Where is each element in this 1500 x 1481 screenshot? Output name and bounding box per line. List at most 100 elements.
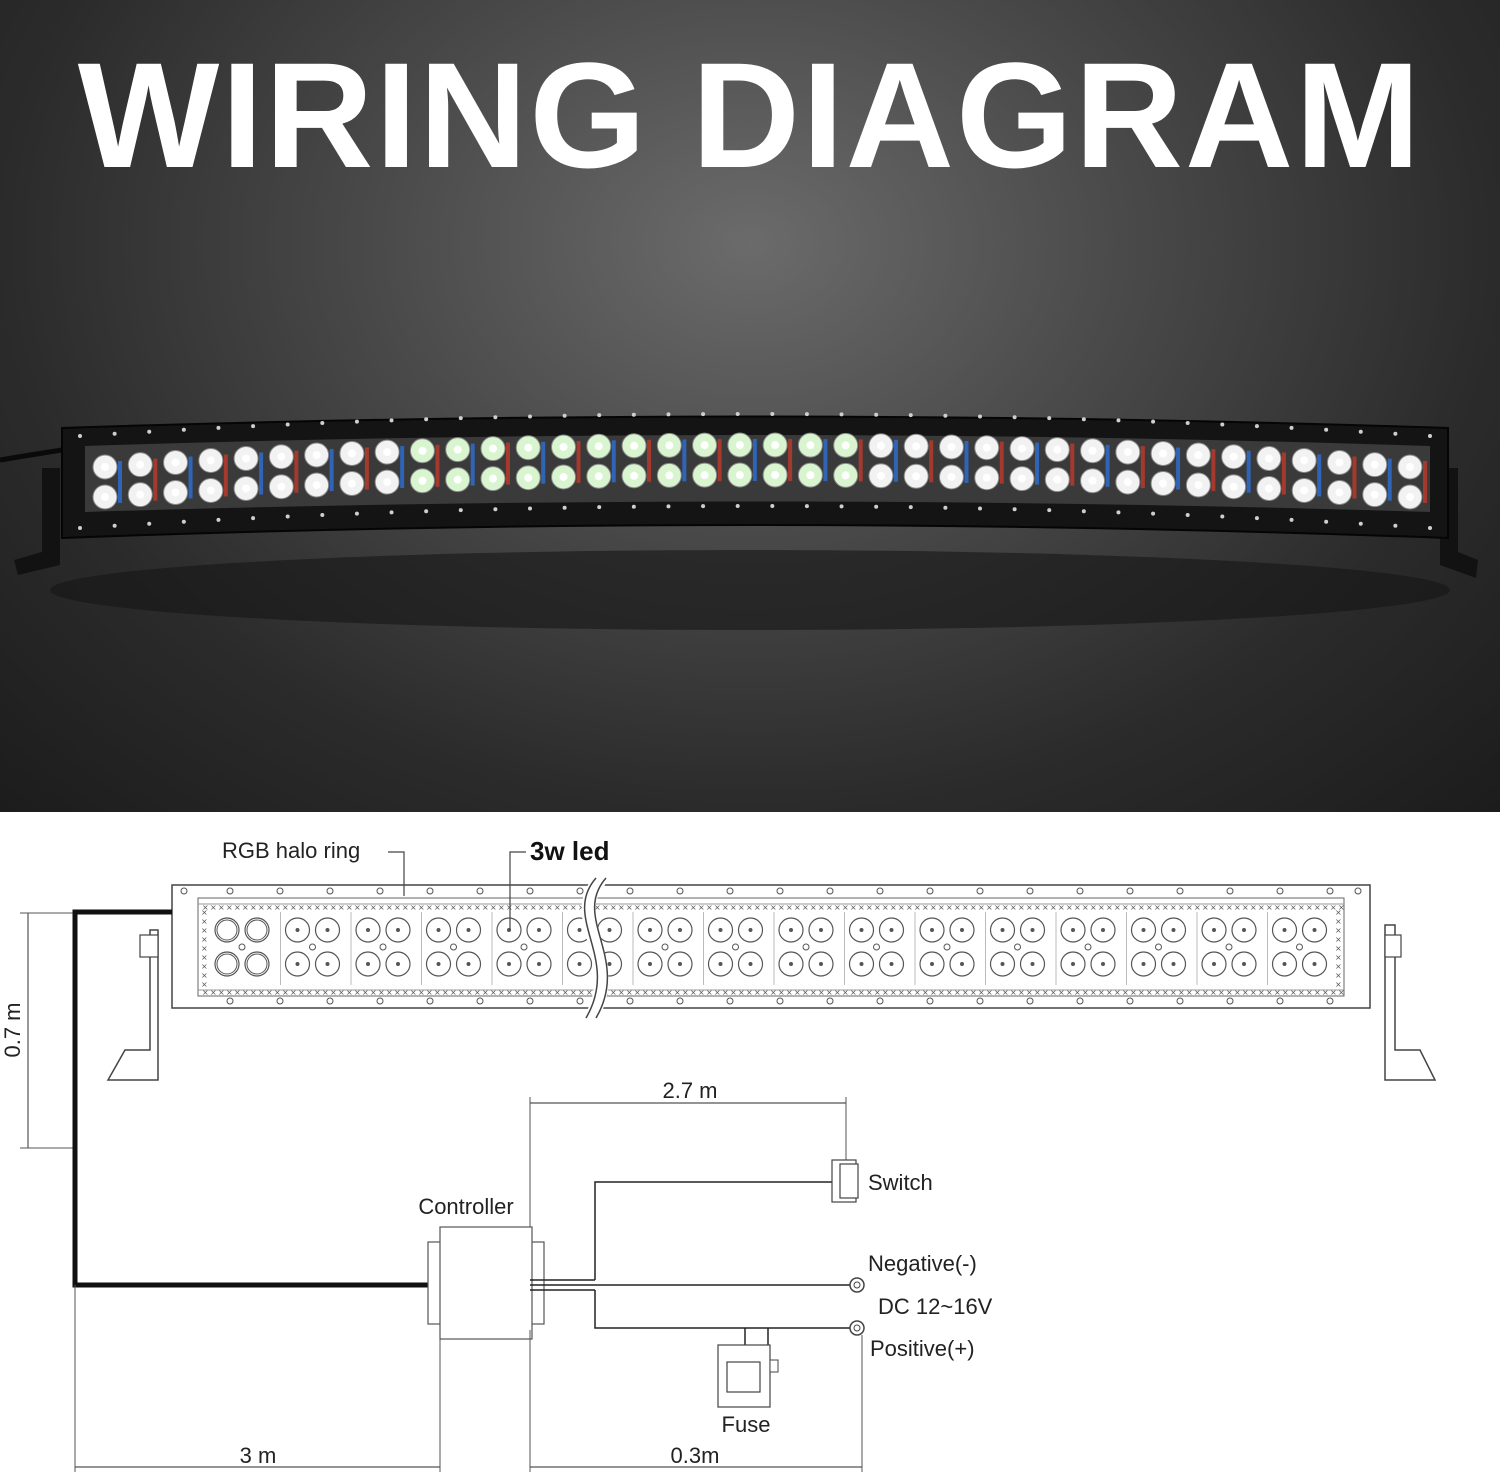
hero-screw	[804, 504, 809, 509]
hero-screw	[770, 504, 775, 509]
halo-mark: ×	[1002, 903, 1009, 912]
hero-screw	[424, 417, 429, 422]
halo-mark: ×	[714, 988, 721, 997]
halo-mark: ×	[986, 988, 993, 997]
hero-halo-strip	[1246, 450, 1251, 493]
halo-mark: ×	[834, 903, 841, 912]
hero-led-core	[1406, 463, 1414, 471]
halo-mark: ×	[578, 903, 585, 912]
halo-mark: ×	[1082, 988, 1089, 997]
diagram-screw	[976, 997, 984, 1005]
halo-mark: ×	[370, 988, 377, 997]
halo-mark: ×	[450, 903, 457, 912]
halo-mark: ×	[1335, 908, 1342, 917]
halo-mark: ×	[466, 903, 473, 912]
halo-mark: ×	[914, 988, 921, 997]
hero-halo-strip	[1105, 444, 1110, 487]
hero-halo-strip	[964, 440, 969, 483]
hero-halo-strip	[329, 449, 334, 492]
hero-screw	[1393, 431, 1398, 436]
hero-led-core	[1018, 474, 1027, 483]
hero-led-core	[383, 448, 392, 457]
hero-led-core	[665, 441, 674, 450]
halo-mark: ×	[770, 903, 777, 912]
switch-rocker	[839, 1163, 859, 1199]
diagram-screw	[1176, 997, 1184, 1005]
halo-mark: ×	[386, 988, 393, 997]
hero-led-core	[1406, 493, 1414, 501]
diagram-screw	[476, 997, 484, 1005]
halo-mark: ×	[290, 903, 297, 912]
bar-wire	[0, 447, 63, 463]
halo-mark: ×	[1090, 903, 1097, 912]
halo-mark: ×	[1042, 988, 1049, 997]
diagram-right-knob	[1384, 934, 1402, 958]
hero-led-core	[347, 449, 356, 458]
hero-screw	[320, 421, 325, 426]
halo-mark: ×	[618, 903, 625, 912]
hero-halo-strip	[1140, 446, 1145, 489]
hero-banner: WIRING DIAGRAM	[0, 0, 1500, 812]
halo-mark: ×	[1146, 988, 1153, 997]
hero-screw	[112, 431, 117, 436]
diagram-led	[214, 917, 240, 943]
hero-screw	[1047, 508, 1052, 513]
hero-halo-strip	[999, 441, 1004, 484]
halo-mark: ×	[922, 988, 929, 997]
hero-led-core	[488, 444, 497, 453]
diagram-led	[244, 951, 270, 977]
hero-screw	[1116, 418, 1121, 423]
halo-mark: ×	[1282, 988, 1289, 997]
halo-mark: ×	[1066, 988, 1073, 997]
diagram-screw	[376, 887, 384, 895]
diagram-led-center	[889, 962, 894, 966]
halo-mark: ×	[866, 903, 873, 912]
halo-mark: ×	[826, 988, 833, 997]
halo-mark: ×	[1138, 903, 1145, 912]
diagram-led-center	[1282, 928, 1287, 932]
diagram-bar-housing	[171, 884, 1371, 1009]
hero-halo-strip	[505, 442, 510, 485]
diagram-led-center	[1101, 962, 1105, 966]
voltage-label: DC 12~16V	[878, 1294, 993, 1319]
halo-mark: ×	[474, 903, 481, 912]
hero-screw	[978, 414, 982, 419]
halo-mark: ×	[242, 988, 249, 997]
halo-mark: ×	[810, 903, 817, 912]
halo-mark: ×	[1274, 988, 1281, 997]
halo-mark: ×	[1010, 903, 1017, 912]
hero-led-core	[594, 442, 603, 451]
hero-screw	[528, 414, 532, 419]
halo-mark: ×	[1170, 988, 1177, 997]
halo-mark: ×	[226, 988, 233, 997]
halo-mark: ×	[690, 988, 697, 997]
hero-halo-strip	[294, 450, 299, 493]
halo-mark: ×	[1010, 988, 1017, 997]
diagram-screw	[826, 887, 834, 895]
diagram-led-center	[960, 962, 964, 966]
diagram-screw	[1276, 997, 1284, 1005]
halo-mark: ×	[794, 903, 801, 912]
halo-mark: ×	[210, 988, 217, 997]
halo-mark: ×	[490, 903, 497, 912]
hero-screw	[1254, 424, 1259, 429]
left-bracket	[14, 468, 60, 575]
halo-mark: ×	[1146, 903, 1153, 912]
module-screw	[1225, 943, 1233, 951]
diagram-led-center	[678, 928, 682, 932]
halo-mark: ×	[642, 903, 649, 912]
hero-halo-strip	[1352, 456, 1357, 499]
halo-mark: ×	[674, 903, 681, 912]
height-dim-label: 0.7 m	[0, 1002, 25, 1057]
halo-mark: ×	[1314, 903, 1321, 912]
halo-mark: ×	[434, 903, 441, 912]
diagram-led-center	[819, 962, 823, 966]
halo-mark: ×	[546, 903, 553, 912]
diagram-screw	[526, 997, 534, 1005]
hero-halo-strip	[223, 454, 228, 497]
halo-mark: ×	[1322, 988, 1329, 997]
halo-mark: ×	[698, 988, 705, 997]
halo-mark: ×	[514, 988, 521, 997]
hero-led-core	[1300, 486, 1309, 495]
halo-mark: ×	[586, 988, 593, 997]
